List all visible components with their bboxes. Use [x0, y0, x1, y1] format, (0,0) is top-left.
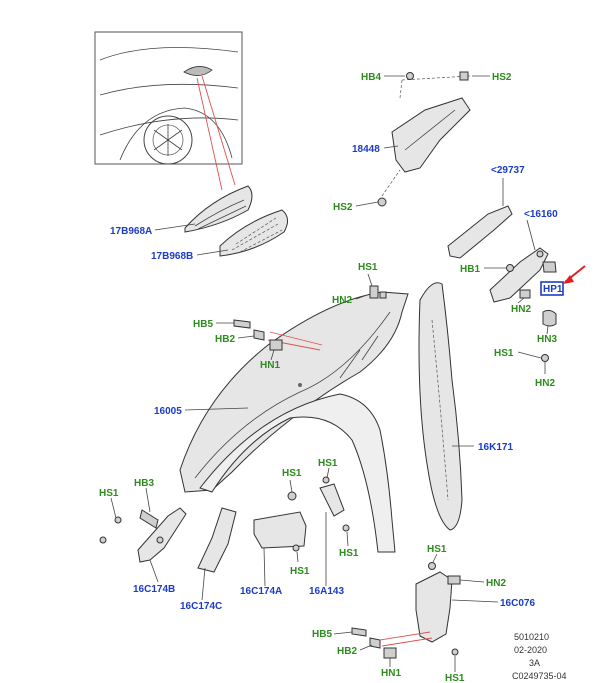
label-16C076: 16C076 — [500, 598, 535, 609]
part-29737 — [447, 205, 513, 259]
label-hs2-top: HS2 — [492, 72, 512, 83]
label-16C174C: 16C174C — [180, 601, 222, 612]
fastener-hb1-right — [506, 264, 514, 272]
label-hs1-left: HS1 — [99, 488, 119, 499]
label-hn2-center: HN2 — [332, 295, 352, 306]
label-16A143: 16A143 — [309, 586, 344, 597]
label-hb5-left: HB5 — [193, 319, 213, 330]
label-17B968B: 17B968B — [151, 251, 193, 262]
label-hn1-bottom: HN1 — [381, 668, 401, 679]
label-hn2-bottom-right: HN2 — [486, 578, 506, 589]
label-18448: 18448 — [352, 144, 380, 155]
label-hb2-bottom: HB2 — [337, 646, 357, 657]
ref-line-3: 3A — [529, 658, 540, 668]
label-hs1-mid1: HS1 — [282, 468, 302, 479]
label-hs1-right: HS1 — [494, 348, 514, 359]
part-17B968B — [219, 209, 288, 257]
ref-line-2: 02-2020 — [514, 645, 547, 655]
part-16C076 — [415, 562, 461, 656]
label-hs1-mid2: HS1 — [318, 458, 338, 469]
label-16C174A: 16C174A — [240, 586, 282, 597]
label-17B968A: 17B968A — [110, 226, 152, 237]
label-29737: <29737 — [491, 165, 525, 176]
reference-block: 5010210 02-2020 3A C0249735-04 — [512, 632, 567, 681]
label-hs2-mid: HS2 — [333, 202, 353, 213]
label-hp1: HP1 — [543, 284, 563, 295]
label-hn2-right: HN2 — [511, 304, 531, 315]
label-hs1-bottom: HS1 — [445, 673, 465, 683]
vehicle-inset — [94, 31, 243, 165]
part-16005 — [179, 291, 409, 553]
part-17B968A — [184, 185, 253, 233]
label-hb4: HB4 — [361, 72, 381, 83]
label-hb1-right: HB1 — [460, 264, 480, 275]
label-16160: <16160 — [524, 209, 558, 220]
ref-line-1: 5010210 — [514, 632, 549, 642]
label-hs1-center: HS1 — [358, 262, 378, 273]
label-hs1-mid4: HS1 — [339, 548, 359, 559]
ref-line-4: C0249735-04 — [512, 671, 567, 681]
label-hs1-bottom-right: HS1 — [427, 544, 447, 555]
part-16C174A — [253, 491, 307, 552]
label-16C174B: 16C174B — [133, 584, 175, 595]
part-16K171 — [418, 282, 463, 531]
part-16A143 — [319, 476, 350, 532]
label-hs1-mid3: HS1 — [290, 566, 310, 577]
label-hb2-left: HB2 — [215, 334, 235, 345]
label-16K171: 16K171 — [478, 442, 513, 453]
label-hn1-left: HN1 — [260, 360, 280, 371]
label-16005: 16005 — [154, 406, 182, 417]
part-16C174C — [197, 507, 237, 573]
part-16160 — [489, 247, 549, 303]
leader-lines — [110, 75, 549, 672]
part-16C174B — [99, 507, 187, 563]
label-hb5-bottom: HB5 — [312, 629, 332, 640]
part-18448 — [377, 71, 471, 207]
hp1-highlight-box — [540, 281, 564, 296]
label-hn2-right-low: HN2 — [535, 378, 555, 389]
label-hn3: HN3 — [537, 334, 557, 345]
label-hb3: HB3 — [134, 478, 154, 489]
